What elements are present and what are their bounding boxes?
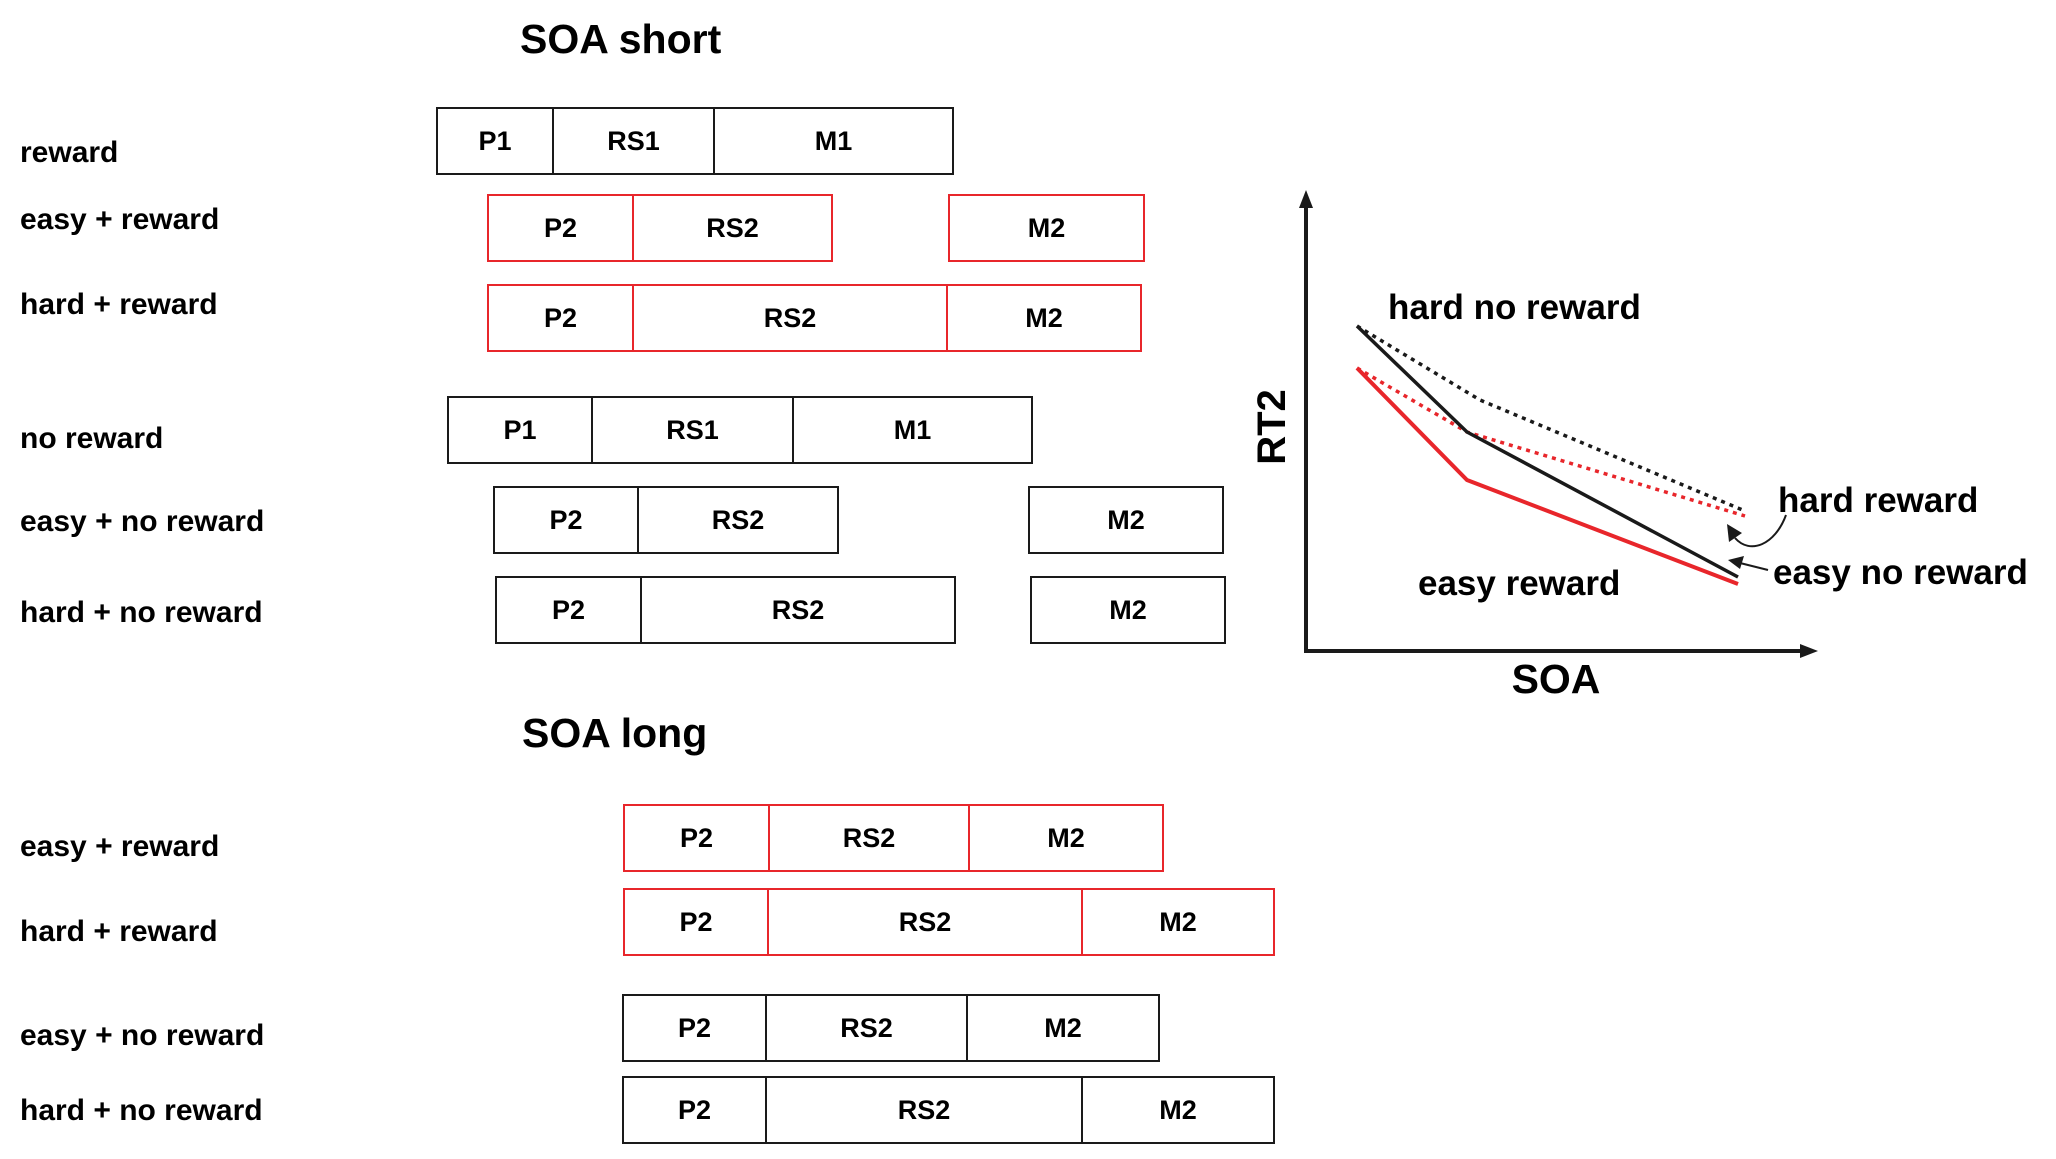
timeline-bar-hard-no-reward: P2 RS2 M2 xyxy=(495,576,1226,644)
hard-reward-label: hard reward xyxy=(1778,481,1978,520)
easy-no-reward-label: easy no reward xyxy=(1773,553,2028,592)
segment-m2: M2 xyxy=(1028,486,1224,554)
easy-no-reward-line xyxy=(1355,324,1739,579)
segment-rs2: RS2 xyxy=(640,576,956,644)
hard-reward-pointer-head xyxy=(1727,524,1742,542)
timeline-bar-easy-reward: P2 RS2 M2 xyxy=(487,194,1145,262)
segment-m2: M2 xyxy=(1081,888,1275,956)
row-label-easy-no-reward: easy + no reward xyxy=(20,1019,265,1052)
timeline-bar-hard-reward: P2 RS2 M2 xyxy=(487,284,1142,352)
row-label-easy-reward: easy + reward xyxy=(20,203,220,236)
row-label-hard-no-reward: hard + no reward xyxy=(20,1094,263,1127)
segment-rs2: RS2 xyxy=(632,194,833,262)
soa-long-title: SOA long xyxy=(522,710,708,756)
row-label-reward: reward xyxy=(20,136,119,169)
y-axis-label: RT2 xyxy=(1250,389,1294,465)
row-label-no-reward: no reward xyxy=(20,422,164,455)
hard-no-reward-label: hard no reward xyxy=(1388,288,1641,327)
row-label-hard-no-reward: hard + no reward xyxy=(20,596,263,629)
row-label-easy-no-reward: easy + no reward xyxy=(20,505,265,538)
segment-m2: M2 xyxy=(1081,1076,1275,1144)
easy-reward-label: easy reward xyxy=(1418,564,1620,603)
y-axis-arrowhead xyxy=(1299,190,1313,208)
segment-m2: M2 xyxy=(966,994,1160,1062)
timeline-bar-easy-no-reward: P2 RS2 M2 xyxy=(493,486,1224,554)
segment-m1: M1 xyxy=(713,107,954,175)
easy-no-reward-pointer xyxy=(1739,562,1769,571)
segment-rs1: RS1 xyxy=(552,107,715,175)
segment-m2: M2 xyxy=(948,194,1145,262)
easy-reward-line xyxy=(1355,366,1739,586)
hard-no-reward-line xyxy=(1356,324,1746,513)
row-label-hard-reward: hard + reward xyxy=(20,915,218,948)
timeline-bar-long-easy-no-reward: P2 RS2 M2 xyxy=(622,994,1160,1062)
segment-m1: M1 xyxy=(792,396,1033,464)
timeline-bar-long-easy-reward: P2 RS2 M2 xyxy=(623,804,1164,872)
easy-no-reward-pointer-head xyxy=(1728,556,1744,569)
row-label-easy-reward: easy + reward xyxy=(20,830,220,863)
soa-short-title: SOA short xyxy=(520,16,722,62)
segment-rs2: RS2 xyxy=(765,1076,1083,1144)
timeline-bar-no-reward: P1 RS1 M1 xyxy=(447,396,1033,464)
segment-m2: M2 xyxy=(1030,576,1226,644)
row-label-hard-reward: hard + reward xyxy=(20,288,218,321)
timeline-bar-long-hard-reward: P2 RS2 M2 xyxy=(623,888,1275,956)
x-axis-arrowhead xyxy=(1800,644,1818,658)
hard-reward-line xyxy=(1356,366,1746,518)
segment-m2: M2 xyxy=(946,284,1142,352)
x-axis-label: SOA xyxy=(1512,656,1601,702)
segment-rs2: RS2 xyxy=(637,486,839,554)
timeline-bar-long-hard-no-reward: P2 RS2 M2 xyxy=(622,1076,1275,1144)
segment-m2: M2 xyxy=(968,804,1164,872)
hard-reward-pointer xyxy=(1734,514,1787,548)
timeline-bar-reward: P1 RS1 M1 xyxy=(436,107,954,175)
